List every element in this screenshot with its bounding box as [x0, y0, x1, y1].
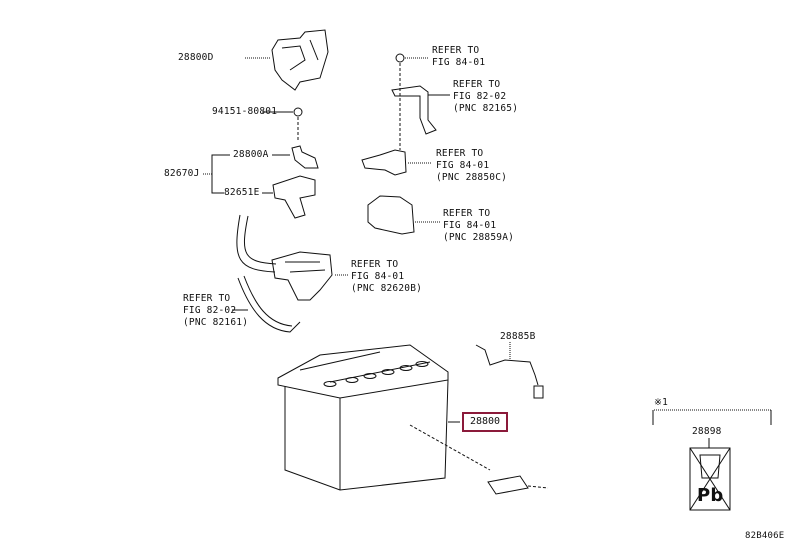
recycling-label-drawing: [689, 447, 731, 511]
ref-pnc-28850c[interactable]: REFER TO FIG 84-01 (PNC 28850C): [436, 148, 508, 183]
ref-pnc-82165[interactable]: REFER TO FIG 82-02 (PNC 82165): [453, 79, 519, 114]
callout-28885b[interactable]: 28885B: [500, 331, 536, 342]
terminal-28800a-drawing: [291, 145, 319, 169]
callout-28800a[interactable]: 28800A: [233, 149, 269, 160]
ref-pnc-82620b[interactable]: REFER TO FIG 84-01 (PNC 82620B): [351, 259, 423, 294]
callout-28800-highlighted[interactable]: 28800: [462, 412, 508, 432]
note-mark: ※1: [654, 397, 669, 408]
callout-94151-80801[interactable]: 94151-80801: [212, 106, 278, 117]
nut-drawing: [293, 107, 303, 117]
label-28898-drawing: [487, 475, 529, 495]
callout-28898[interactable]: 28898: [692, 426, 722, 437]
callout-82670j[interactable]: 82670J: [164, 168, 200, 179]
callout-82651e[interactable]: 82651E: [224, 187, 260, 198]
battery-cover-28800d-drawing: [271, 29, 329, 91]
sensor-cable-drawing: [475, 344, 539, 386]
ref-fig-84-01-nut[interactable]: REFER TO FIG 84-01: [432, 45, 486, 68]
clamp-82651e-drawing: [272, 175, 316, 219]
battery-drawing: [277, 344, 449, 491]
ref-pnc-28859a[interactable]: REFER TO FIG 84-01 (PNC 28859A): [443, 208, 515, 243]
callout-28800d[interactable]: 28800D: [178, 52, 214, 63]
lead-pb-label: Pb: [697, 485, 724, 506]
figure-code: 82B406E: [745, 531, 785, 541]
fuse-block-drawing: [271, 251, 333, 301]
ref-pnc-82161[interactable]: REFER TO FIG 82-02 (PNC 82161): [183, 293, 249, 328]
